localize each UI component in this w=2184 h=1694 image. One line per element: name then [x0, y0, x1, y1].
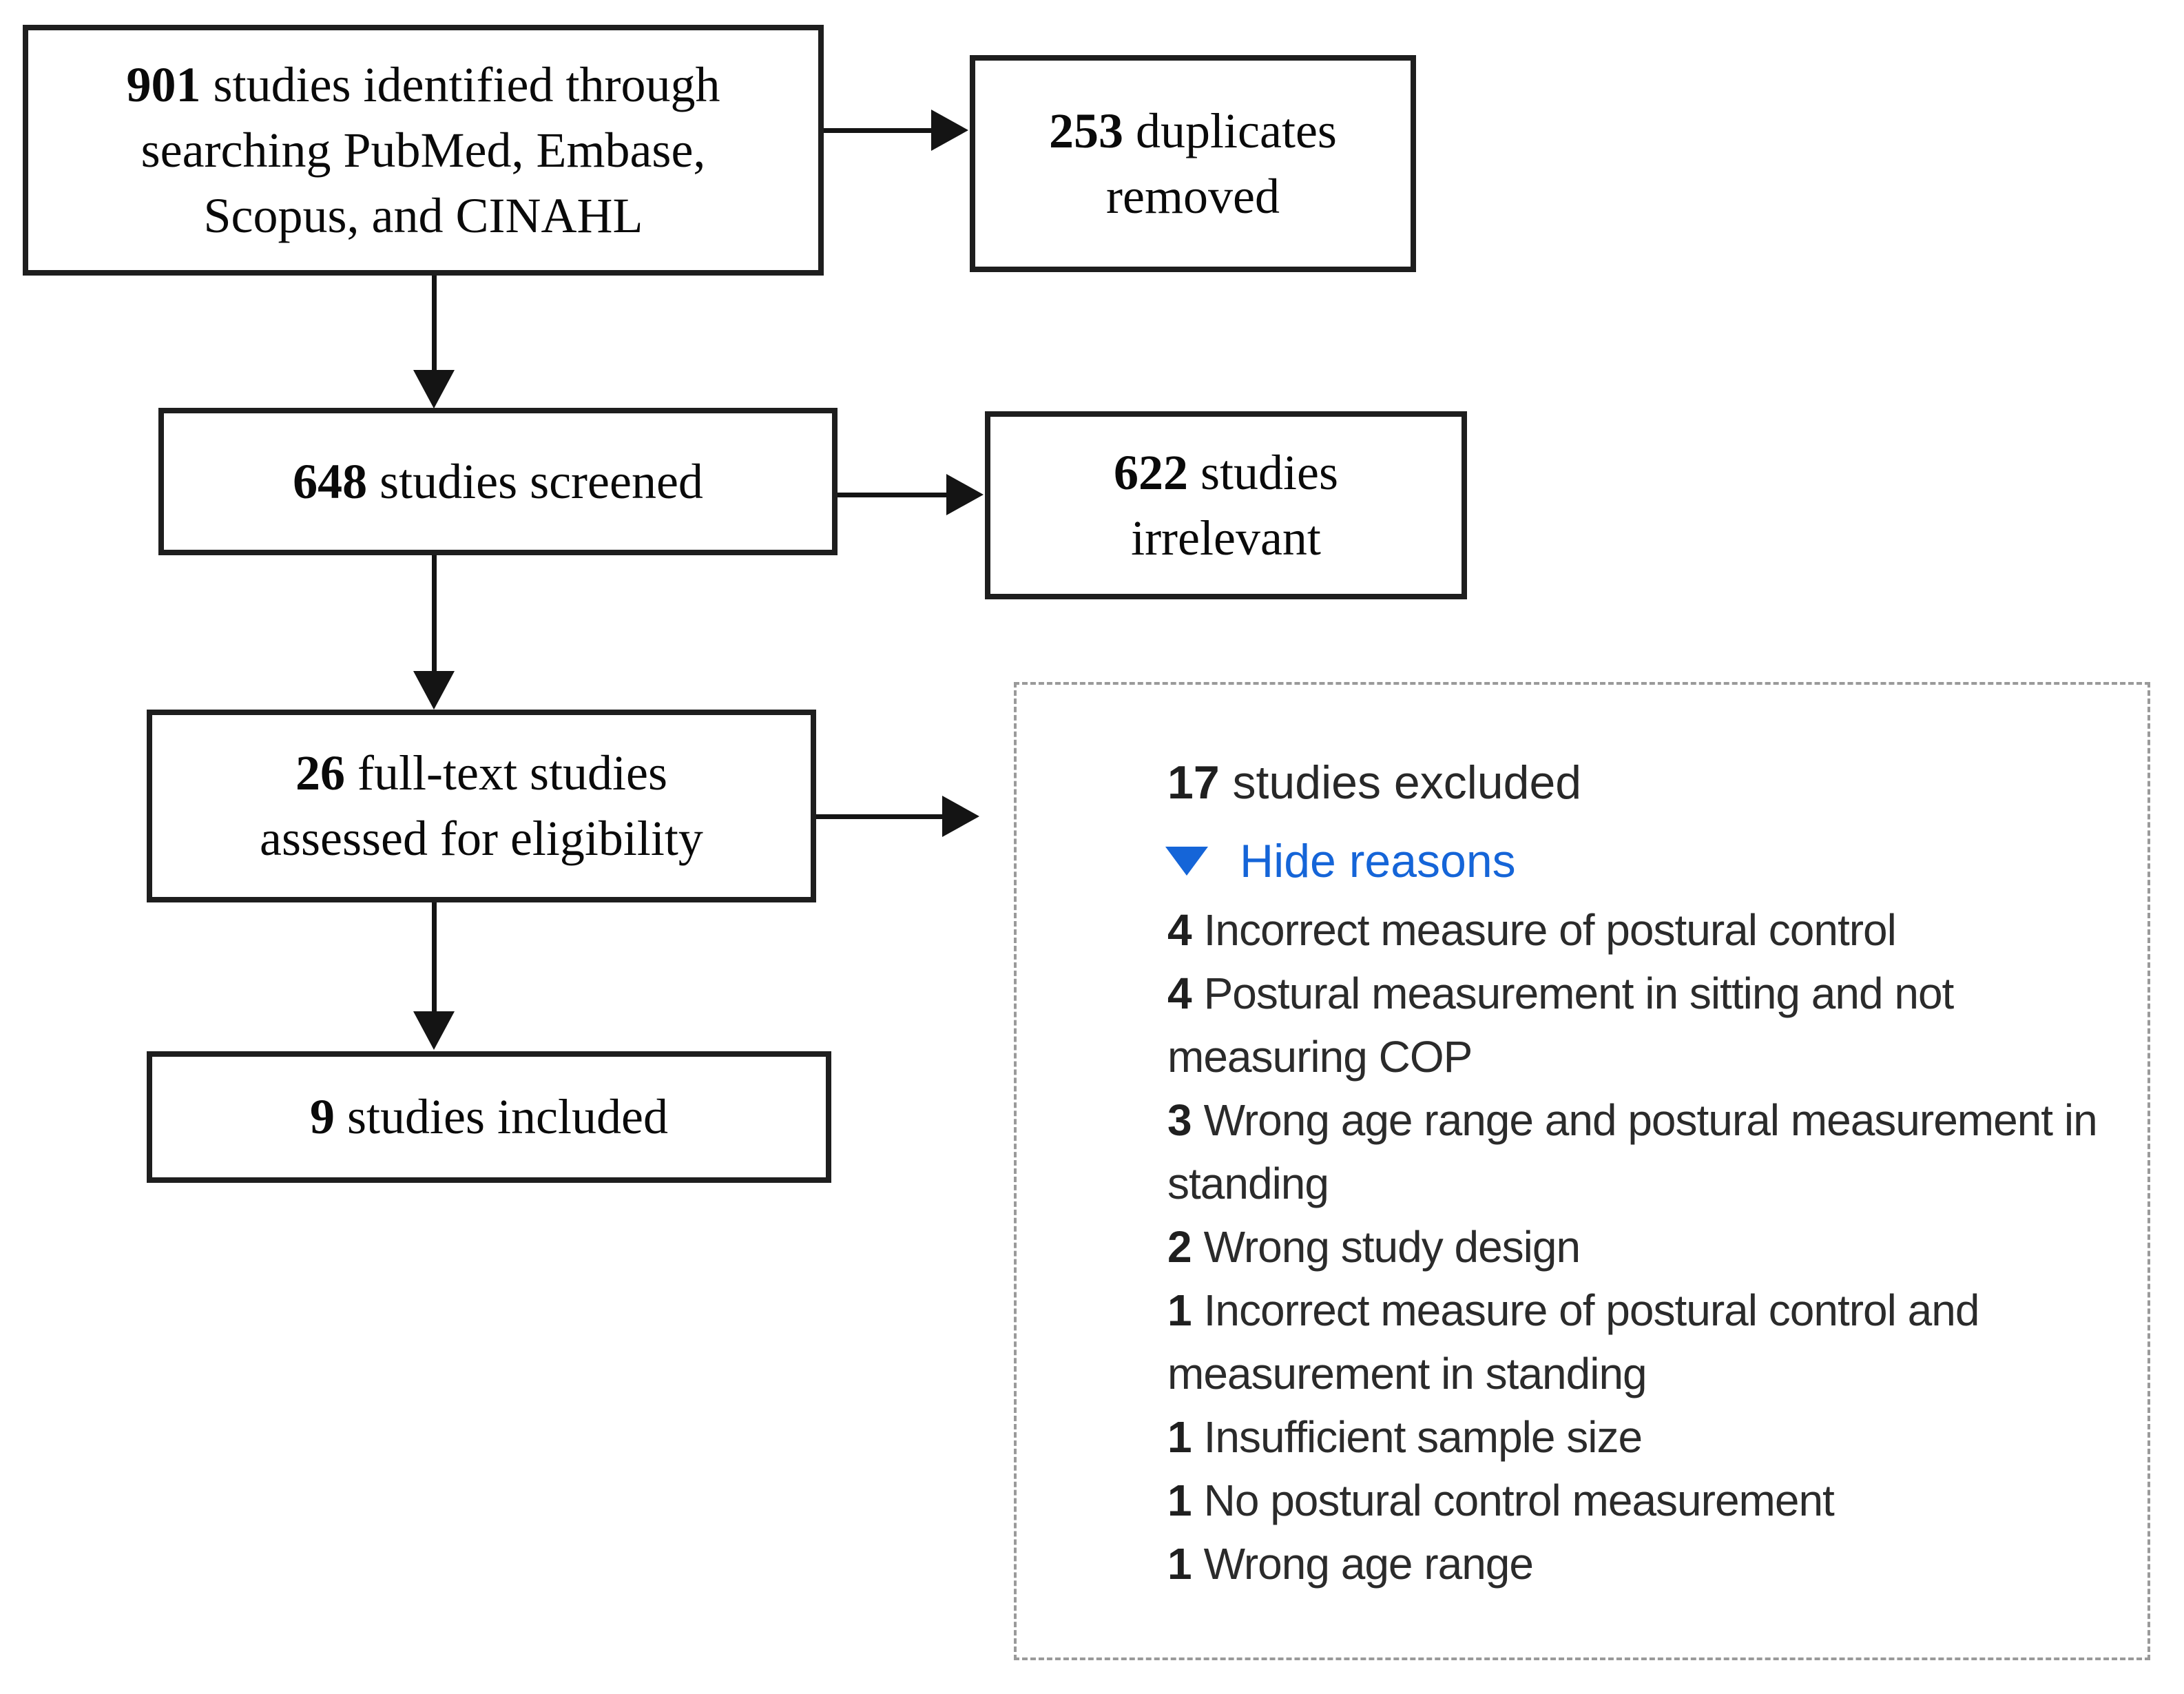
- arrowhead-down-icon: [413, 1011, 455, 1050]
- box-text-line: irrelevant: [1131, 510, 1321, 566]
- arrowhead-right-icon: [946, 474, 984, 515]
- arrow-fulltext-to-excluded: [816, 814, 944, 819]
- arrow-screened-to-irrelevant: [838, 493, 948, 497]
- excluded-studies-panel: [1014, 682, 2150, 1660]
- arrow-identified-to-duplicates: [824, 128, 933, 133]
- box-studies-included: 9 studies included: [147, 1051, 831, 1183]
- triangle-down-icon: [1165, 847, 1208, 876]
- arrowhead-down-icon: [413, 370, 455, 409]
- box-text-line: 26 full-text studies: [295, 745, 667, 800]
- box-duplicates-removed: 253 duplicates removed: [970, 55, 1416, 272]
- arrow-screened-to-fulltext: [432, 555, 437, 672]
- box-text-line: Scopus, and CINAHL: [203, 187, 643, 243]
- box-text-line: 9 studies included: [310, 1089, 668, 1144]
- box-text-line: 622 studies: [1113, 444, 1338, 500]
- box-text-line: searching PubMed, Embase,: [141, 122, 706, 178]
- box-studies-screened: 648 studies screened: [158, 408, 838, 555]
- box-fulltext-assessed: 26 full-text studies assessed for eligib…: [147, 710, 816, 902]
- box-text-line: assessed for eligibility: [260, 811, 703, 866]
- arrowhead-down-icon: [413, 671, 455, 710]
- arrowhead-right-icon: [942, 796, 979, 837]
- box-text-line: 901 studies identified through: [126, 56, 720, 112]
- box-text-line: 253 duplicates: [1049, 103, 1337, 158]
- box-studies-irrelevant: 622 studies irrelevant: [985, 411, 1467, 599]
- arrowhead-right-icon: [931, 110, 968, 151]
- arrow-identified-to-screened: [432, 276, 437, 372]
- excluded-heading: 17 studies excluded: [1167, 756, 1582, 809]
- hide-reasons-toggle[interactable]: Hide reasons: [1165, 829, 1516, 893]
- box-text-line: removed: [1106, 168, 1280, 224]
- hide-reasons-label: Hide reasons: [1240, 835, 1516, 887]
- box-identified-studies: 901 studies identified through searching…: [23, 25, 824, 276]
- box-text-line: 648 studies screened: [293, 453, 703, 509]
- arrow-fulltext-to-included: [432, 902, 437, 1013]
